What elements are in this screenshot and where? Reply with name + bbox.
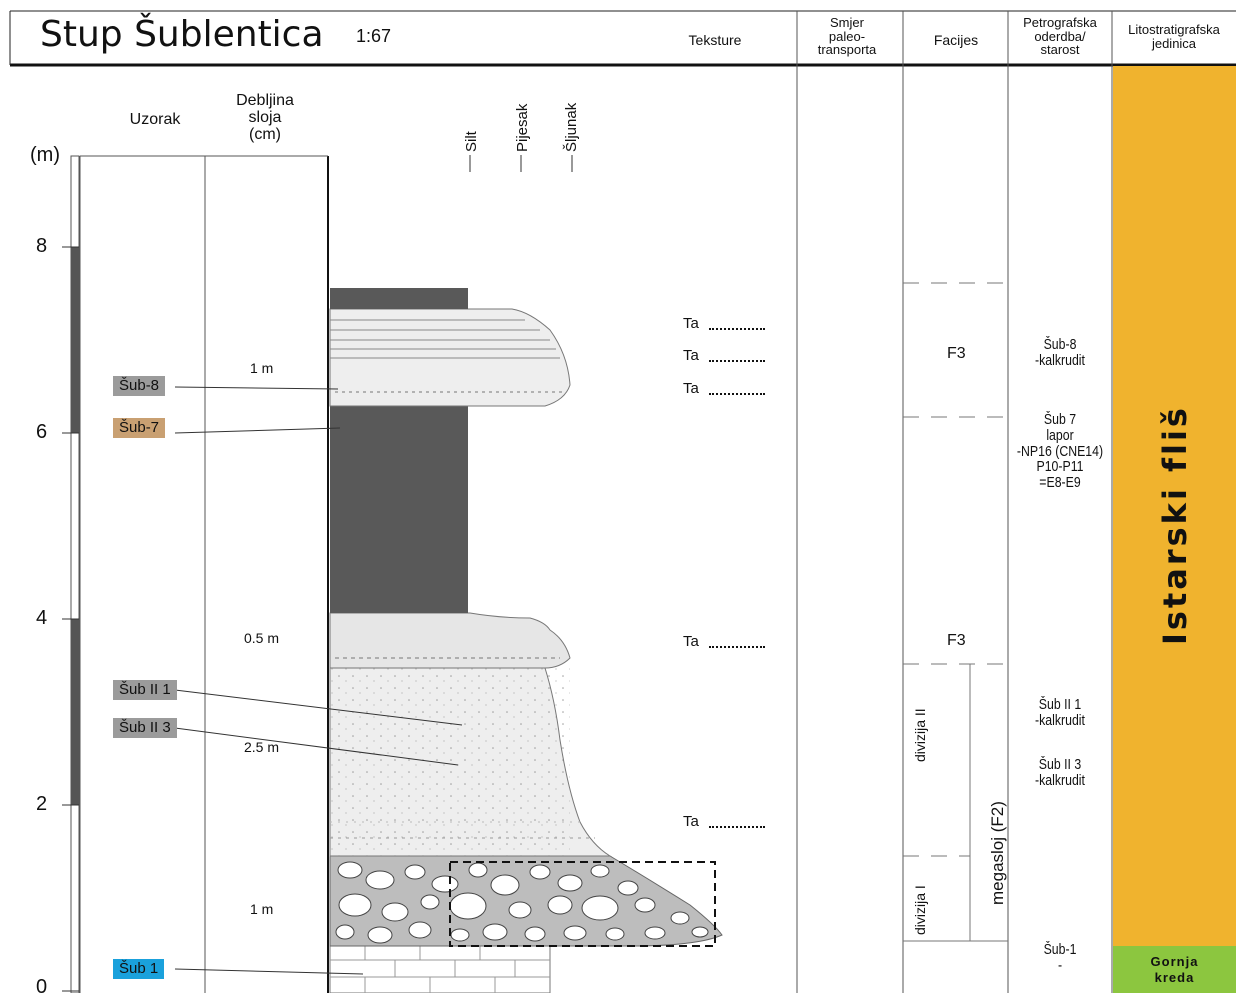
petro-sub-8: Šub-8-kalkrudit [1035, 336, 1085, 369]
sandstone-middle-bed [329, 612, 571, 669]
col-uzorak: Uzorak [129, 111, 181, 128]
depth-scale [62, 155, 80, 993]
marl-lapor [330, 406, 468, 613]
facies-f3-upper: F3 [947, 345, 966, 362]
grain-silt: Silt [463, 131, 480, 152]
header-frame [9, 10, 1236, 993]
petro-sub-ii-3: Šub II 3-kalkrudit [1035, 756, 1085, 789]
depth-tick-8: 8 [36, 235, 48, 257]
header-teksture: Teksture [688, 32, 742, 48]
depth-tick-0: 0 [36, 976, 48, 998]
depth-tick-4: 4 [36, 607, 48, 629]
thickness-label-megabed: 2.5 m [244, 739, 280, 755]
facies-boundaries [903, 282, 1008, 857]
thickness-label-upper: 1 m [250, 360, 274, 376]
basal-limestone [329, 945, 551, 993]
marl-top [330, 288, 468, 309]
texture-ta-4: Ta [683, 633, 765, 650]
texture-ta-1: Ta [683, 315, 765, 332]
sample-label-sub-8: Šub-8 [113, 376, 166, 396]
scale-label: 1:67 [356, 26, 392, 46]
thickness-label-middle: 0.5 m [244, 630, 280, 646]
sandstone-megabed [329, 667, 612, 857]
sample-label-sub-ii-3: Šub II 3 [113, 718, 177, 738]
lito-fill-fils [1113, 66, 1236, 946]
facies-divizija-ii: divizija II [912, 708, 928, 762]
grain-sljunak: Šljunak [563, 102, 580, 152]
lito-fill-kreda [1113, 946, 1236, 993]
sample-label-sub-7: Šub-7 [113, 418, 166, 438]
sandstone-upper-bed [329, 308, 571, 407]
sample-label-sub-ii-1: Šub II 1 [113, 680, 177, 700]
conglomerate-bed [329, 855, 723, 947]
facies-megasloj: megasloj (F2) [988, 801, 1007, 905]
texture-ta-5: Ta [683, 813, 765, 830]
texture-ta-2: Ta [683, 347, 765, 364]
grain-pijesak: Pijesak [514, 103, 531, 152]
texture-ta-3: Ta [683, 380, 765, 397]
facies-f3-lower: F3 [947, 632, 966, 649]
depth-unit: (m) [30, 144, 60, 166]
sample-leader-lines [174, 386, 463, 975]
petro-sub-ii-1: Šub II 1-kalkrudit [1035, 696, 1085, 729]
sample-label-sub-1: Šub 1 [113, 959, 165, 979]
lito-istarski-flis: Istarski fliš [1156, 405, 1194, 645]
petro-sub-1: Šub-1- [1043, 941, 1077, 974]
depth-tick-6: 6 [36, 421, 48, 443]
thickness-label-conglomerate: 1 m [250, 901, 274, 917]
header-facijes: Facijes [933, 32, 979, 48]
section-title: Stup Šublentica [40, 14, 324, 55]
facies-divizija-i: divizija I [912, 885, 928, 935]
depth-tick-2: 2 [36, 793, 48, 815]
